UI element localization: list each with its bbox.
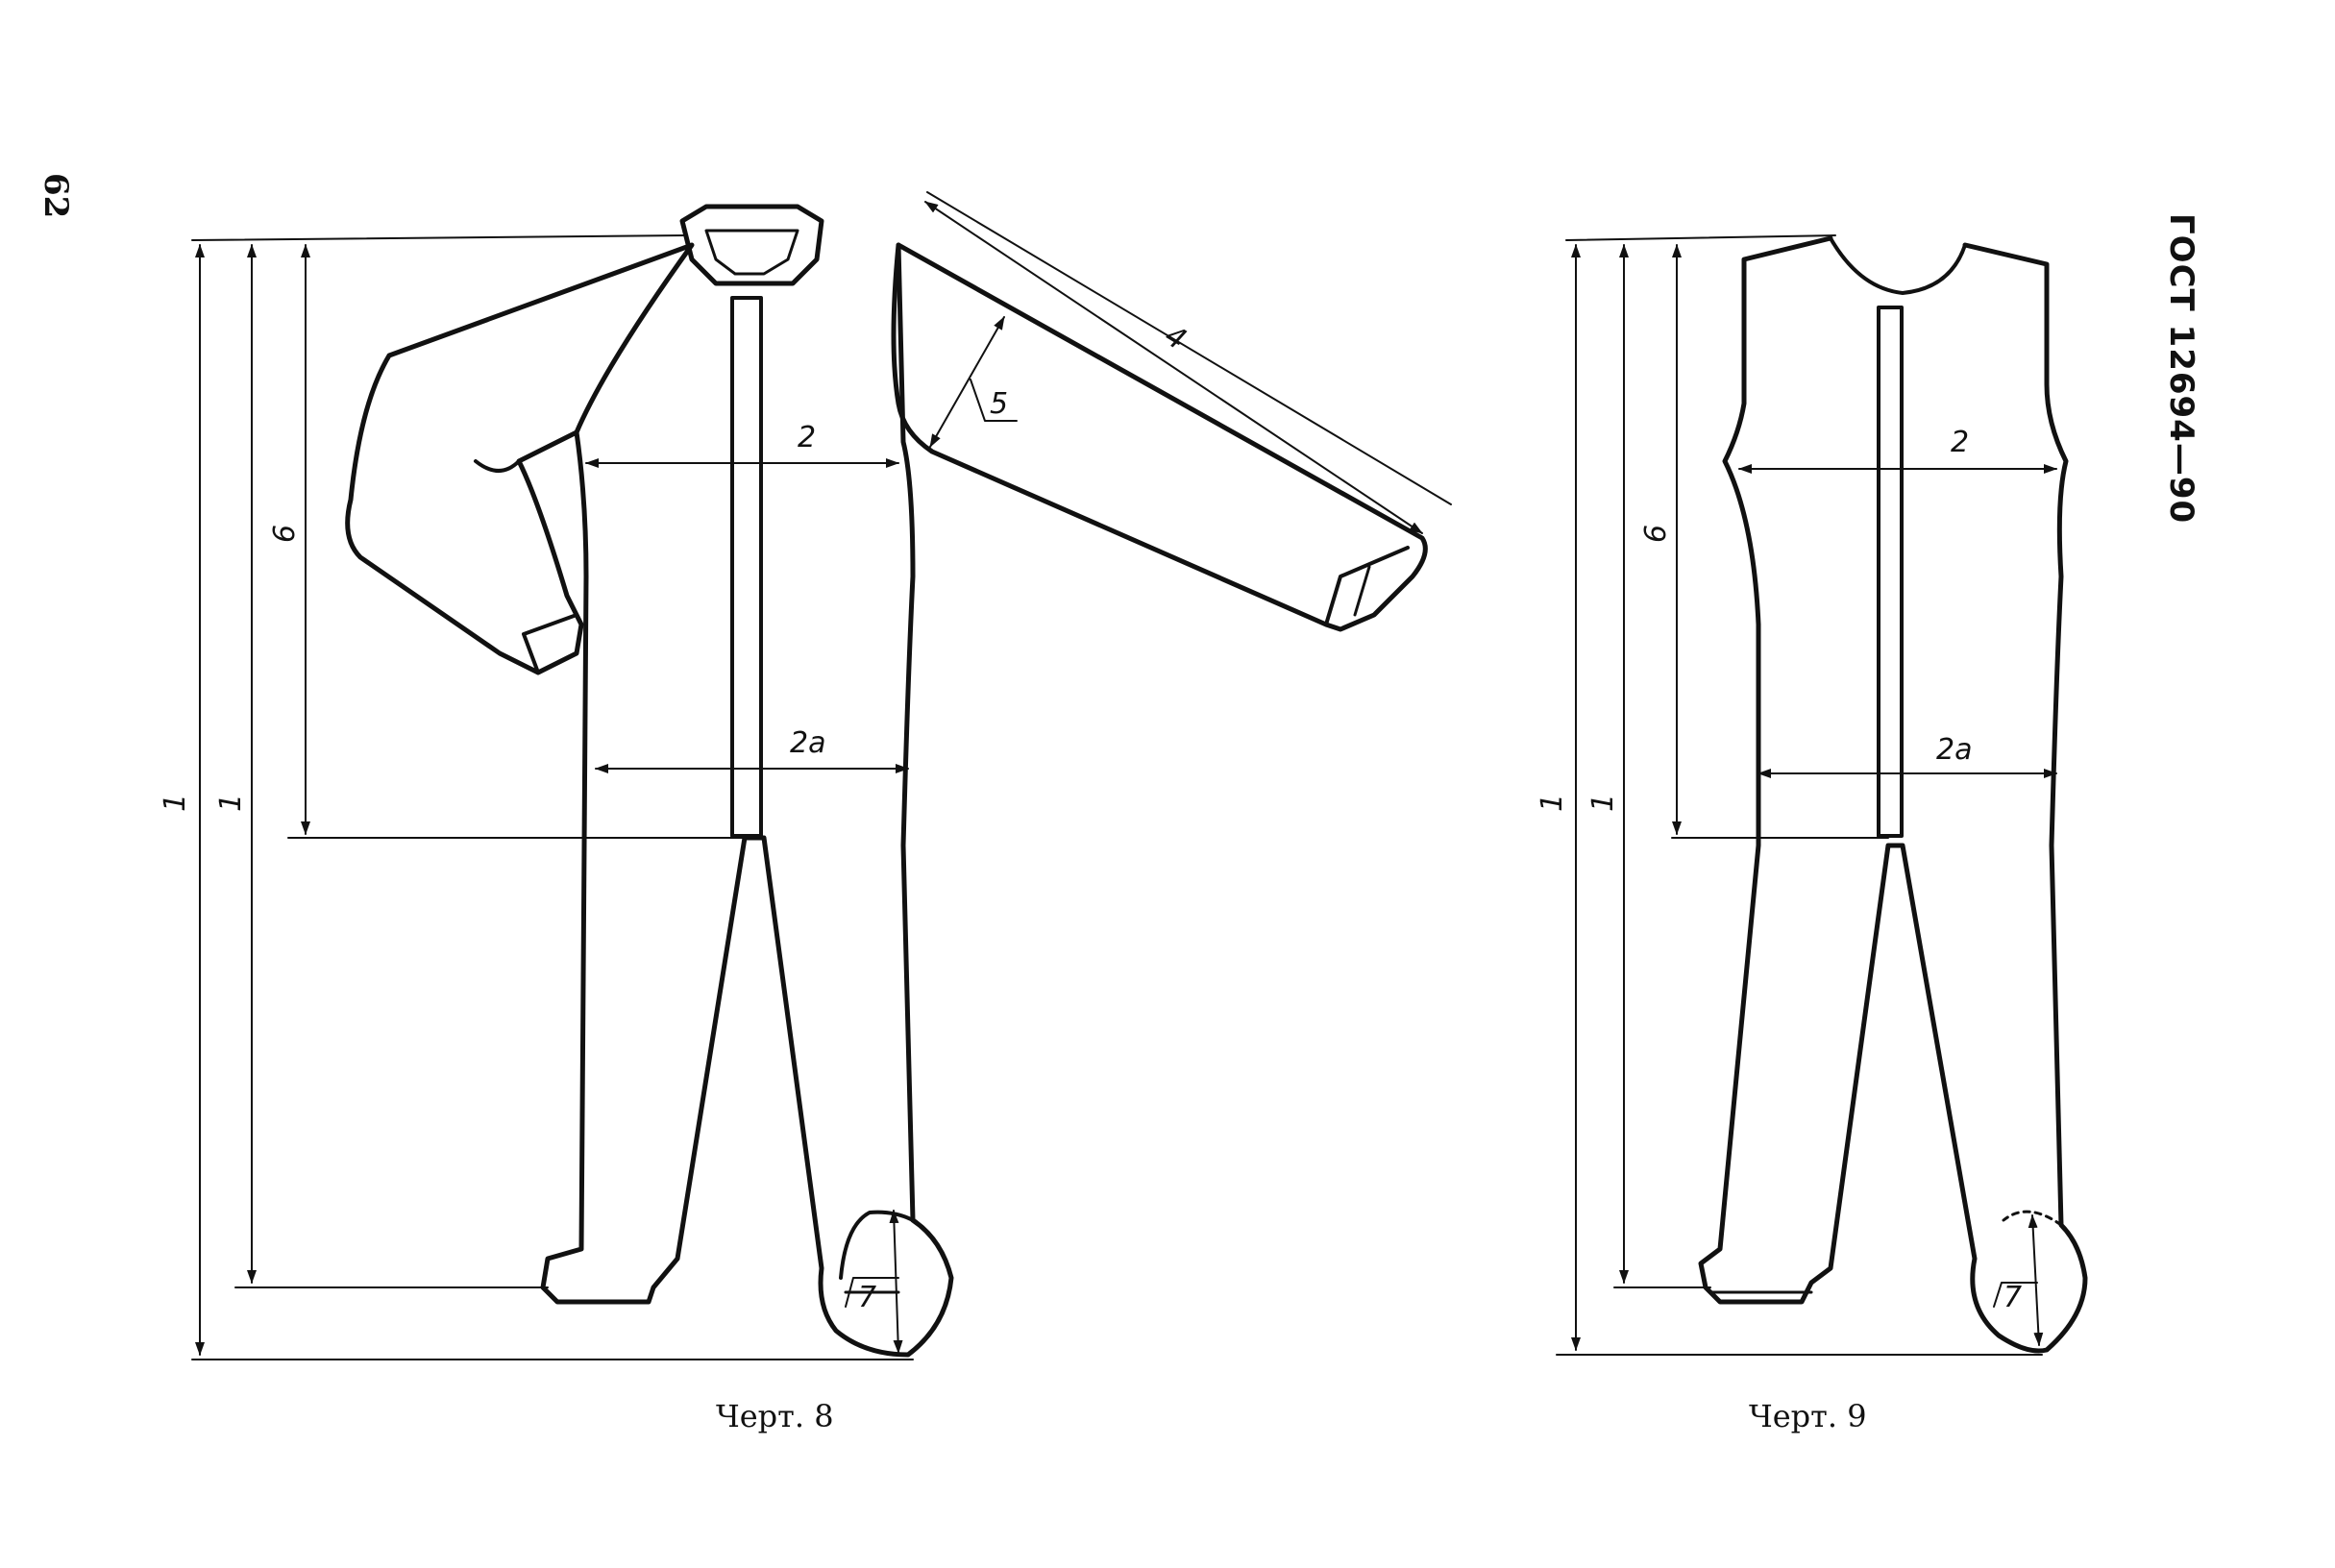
figure-9-coverall: [1556, 234, 2088, 1356]
fig9-label-1-outer: 1: [1536, 794, 1569, 812]
figure-9-labels: 1 1 6 2 2а 7: [1536, 426, 2022, 1314]
fig9-label-2: 2: [1951, 426, 1969, 459]
fig9-label-6: 6: [1639, 525, 1673, 543]
fig8-label-5: 5: [990, 387, 1008, 421]
fig9-label-2a: 2а: [1936, 733, 1972, 767]
fig8-label-2: 2: [798, 421, 816, 454]
fig8-label-1-inner: 1: [214, 794, 248, 812]
fig8-label-6: 6: [268, 525, 302, 543]
figure-8-labels: 1 1 6 2 2а 4 5 7: [159, 319, 1192, 1314]
figure-8-coverall: [191, 191, 1452, 1360]
fig8-label-1-outer: 1: [159, 794, 192, 812]
fig8-label-4: 4: [1159, 319, 1192, 357]
fig8-label-7: 7: [858, 1281, 876, 1314]
figure-8-caption: Черт. 8: [716, 1398, 834, 1434]
fig9-label-1-inner: 1: [1586, 794, 1620, 812]
figure-9-caption: Черт. 9: [1749, 1398, 1867, 1434]
fig8-label-2a: 2а: [790, 726, 825, 760]
fig9-label-7: 7: [2003, 1281, 2022, 1314]
